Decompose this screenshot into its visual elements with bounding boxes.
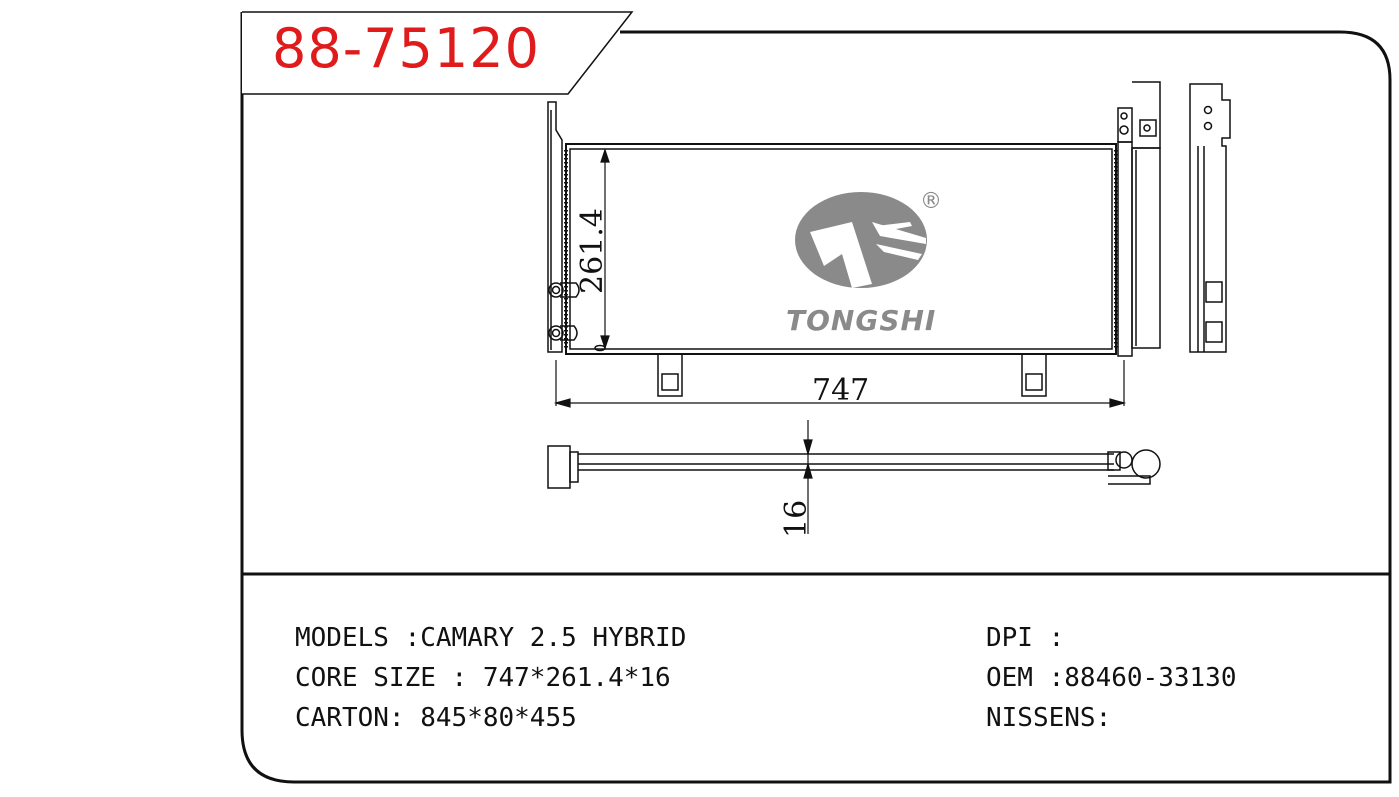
oem-label: OEM :: [986, 663, 1065, 693]
core-size-value: 747*261.4*16: [482, 663, 671, 693]
oem-line: OEM :88460-33130: [986, 665, 1236, 691]
models-value: CAMARY 2.5 HYBRID: [420, 623, 687, 653]
condenser-front-view: [547, 81, 1161, 397]
dpi-label: DPI :: [986, 623, 1065, 653]
title-tab: [242, 11, 634, 95]
carton-line: CARTON: 845*80*455: [295, 705, 577, 731]
models-label: MODELS :: [295, 623, 421, 653]
tongshi-logo: ® TONGSHI: [786, 189, 942, 337]
height-dimension-label: 261.4: [575, 208, 610, 294]
sheet-frame: [240, 12, 1392, 784]
carton-label: CARTON:: [295, 703, 421, 733]
core-size-line: CORE SIZE : 747*261.4*16: [295, 665, 671, 691]
core-size-label: CORE SIZE :: [295, 663, 483, 693]
nissens-line: NISSENS:: [986, 705, 1111, 731]
part-number: 88-75120: [272, 17, 540, 80]
logo-mark-icon: [795, 192, 927, 288]
oem-value: 88460-33130: [1064, 663, 1237, 693]
condenser-side-view: [1189, 83, 1231, 353]
models-line: MODELS :CAMARY 2.5 HYBRID: [295, 625, 686, 651]
dimension-lines: [553, 148, 1127, 534]
carton-value: 845*80*455: [420, 703, 577, 733]
nissens-label: NISSENS:: [986, 703, 1112, 733]
registered-mark: ®: [920, 189, 942, 214]
dpi-line: DPI :: [986, 625, 1064, 651]
thickness-dimension-label: 16: [779, 500, 814, 538]
condenser-top-view: [547, 445, 1161, 489]
width-dimension-label: 747: [812, 373, 869, 408]
brand-name: TONGSHI: [786, 304, 936, 337]
